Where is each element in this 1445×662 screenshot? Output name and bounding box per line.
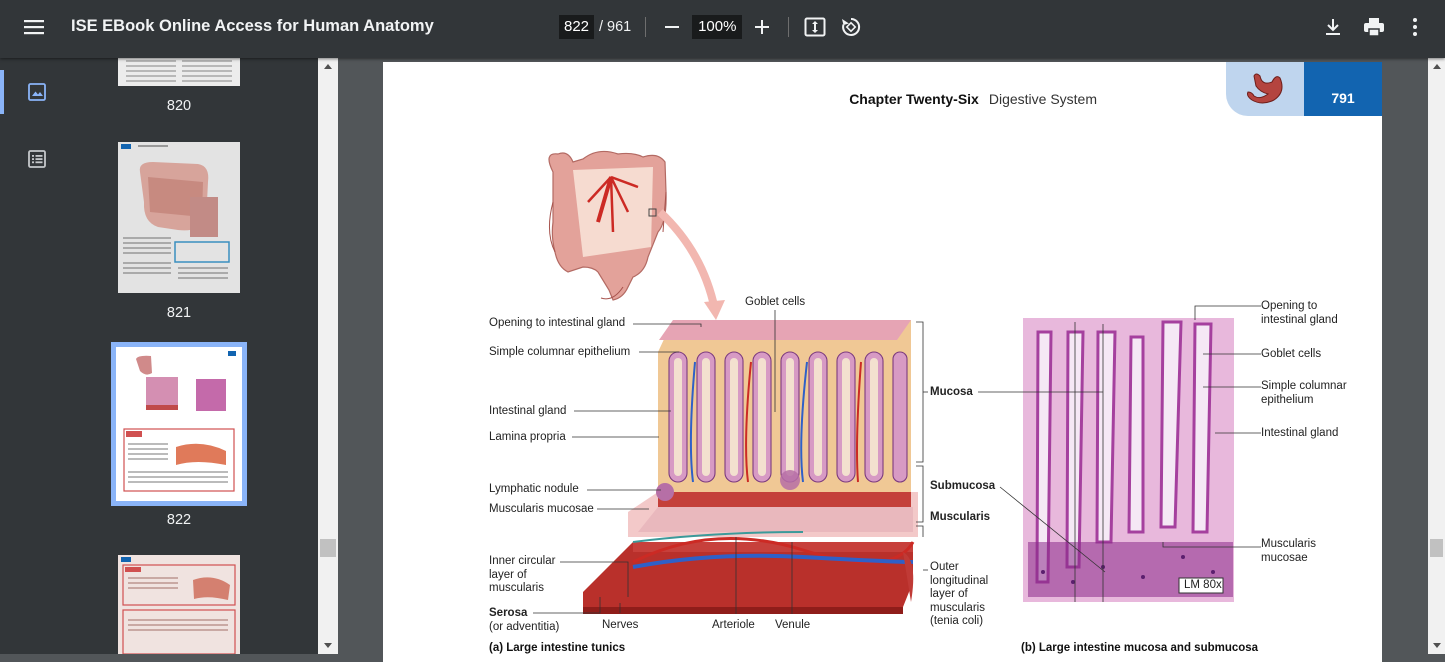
thumbnail-view-icon[interactable] bbox=[26, 81, 48, 103]
label-line: layer of bbox=[930, 588, 968, 600]
section-title: Digestive System bbox=[988, 91, 1097, 107]
print-icon bbox=[1364, 18, 1384, 37]
thumbnail-label: 820 bbox=[166, 98, 192, 114]
hamburger-menu-icon[interactable] bbox=[22, 17, 46, 37]
sidebar-scroll-thumb[interactable] bbox=[320, 539, 336, 557]
fit-page-button[interactable] bbox=[803, 15, 827, 39]
label-line: layer of bbox=[489, 568, 527, 581]
label-inner-circular: Inner circular layer of muscularis bbox=[489, 555, 555, 596]
chapter-title: Chapter Twenty-Six bbox=[849, 91, 979, 107]
label-muscularis-mucosae: Muscularis mucosae bbox=[489, 503, 594, 515]
label-nerves: Nerves bbox=[602, 619, 639, 631]
plus-icon bbox=[755, 20, 770, 34]
zoom-out-button[interactable] bbox=[660, 15, 684, 39]
label-simple-columnar-epithelium: Simple columnar epithelium bbox=[489, 346, 631, 358]
thumbnail-sidebar: 820 821 822 bbox=[0, 58, 338, 654]
rotate-button[interactable] bbox=[839, 15, 863, 39]
thumbnail-label: 821 bbox=[166, 305, 192, 321]
pdf-toolbar: ISE EBook Online Access for Human Anatom… bbox=[0, 0, 1445, 58]
scroll-up-arrow[interactable] bbox=[324, 64, 332, 69]
label-line: (tenia coli) bbox=[930, 615, 984, 627]
zoom-input[interactable]: 100% bbox=[692, 15, 743, 39]
label-b-intestinal-gland: Intestinal gland bbox=[1261, 427, 1339, 439]
label-line: Inner circular bbox=[489, 555, 556, 567]
total-pages: / 961 bbox=[599, 19, 632, 35]
scroll-down-arrow[interactable] bbox=[1432, 643, 1441, 648]
label-line: longitudinal bbox=[930, 574, 989, 587]
label-submucosa: Submucosa bbox=[930, 480, 996, 492]
page-thumbnail-823[interactable] bbox=[118, 555, 240, 654]
document-scrollbar[interactable] bbox=[1428, 58, 1445, 654]
divider bbox=[788, 17, 790, 37]
label-serosa: Serosa bbox=[489, 607, 528, 619]
document-scroll-thumb[interactable] bbox=[1430, 539, 1443, 557]
toolbar-right-actions bbox=[1321, 15, 1427, 39]
large-intestine-tunics-illustration bbox=[583, 320, 918, 614]
sidebar-view-switcher bbox=[0, 58, 72, 654]
label-line: muscularis bbox=[930, 601, 985, 614]
label-b-muscularis-mucosae: Muscularis mucosae bbox=[1261, 538, 1316, 565]
more-options-icon bbox=[1413, 18, 1417, 36]
figure-a-caption: (a) Large intestine tunics bbox=[489, 642, 626, 654]
document-title: ISE EBook Online Access for Human Anatom… bbox=[71, 17, 434, 35]
running-header: Chapter Twenty-Six Digestive System bbox=[849, 91, 1097, 107]
label-muscularis: Muscularis bbox=[930, 511, 991, 523]
figure-artwork bbox=[533, 150, 1261, 614]
label-line: Opening to bbox=[1261, 300, 1318, 312]
label-line: mucosae bbox=[1261, 551, 1308, 564]
label-adventitia: (or adventitia) bbox=[489, 621, 560, 633]
stomach-icon bbox=[1226, 62, 1304, 116]
page-number: 791 bbox=[1304, 62, 1382, 116]
label-lamina-propria: Lamina propria bbox=[489, 431, 566, 443]
fit-page-icon bbox=[804, 17, 826, 37]
label-intestinal-gland: Intestinal gland bbox=[489, 405, 567, 417]
colon-illustration bbox=[548, 150, 667, 301]
zoom-in-button[interactable] bbox=[750, 15, 774, 39]
label-mucosa: Mucosa bbox=[930, 386, 973, 398]
download-icon bbox=[1326, 19, 1340, 35]
label-venule: Venule bbox=[775, 619, 811, 631]
minus-icon bbox=[665, 26, 680, 28]
thumbnail-label: 822 bbox=[166, 512, 192, 528]
page-thumbnail-822[interactable] bbox=[111, 342, 247, 506]
label-b-opening: Opening to intestinal gland bbox=[1261, 300, 1338, 327]
label-goblet-cells: Goblet cells bbox=[745, 296, 806, 308]
label-line: epithelium bbox=[1261, 393, 1314, 406]
divider bbox=[645, 17, 647, 37]
print-button[interactable] bbox=[1362, 15, 1386, 39]
label-line: Outer bbox=[930, 561, 959, 573]
rotate-icon bbox=[842, 17, 861, 36]
outline-view-icon[interactable] bbox=[26, 148, 48, 170]
sidebar-scrollbar[interactable] bbox=[318, 58, 338, 654]
more-options-button[interactable] bbox=[1403, 15, 1427, 39]
download-button[interactable] bbox=[1321, 15, 1345, 39]
pdf-page: Chapter Twenty-Six Digestive System 791 bbox=[383, 62, 1382, 662]
page-thumbnail-821[interactable] bbox=[118, 142, 240, 293]
page-thumbnail-820[interactable] bbox=[118, 58, 240, 86]
label-b-goblet-cells: Goblet cells bbox=[1261, 348, 1322, 360]
label-opening-intestinal-gland: Opening to intestinal gland bbox=[489, 317, 626, 329]
label-outer-longitudinal: Outer longitudinal layer of muscularis (… bbox=[930, 561, 988, 629]
label-line: intestinal gland bbox=[1261, 313, 1338, 326]
label-line: Simple columnar bbox=[1261, 380, 1347, 392]
active-view-indicator bbox=[0, 70, 4, 114]
scroll-up-arrow[interactable] bbox=[1432, 64, 1441, 69]
scroll-down-arrow[interactable] bbox=[324, 643, 332, 648]
current-page-input[interactable]: 822 bbox=[559, 15, 594, 39]
large-intestine-micrograph bbox=[1023, 318, 1234, 602]
label-arteriole: Arteriole bbox=[712, 619, 755, 631]
label-line: Muscularis bbox=[1261, 538, 1316, 550]
figure-b-caption: (b) Large intestine mucosa and submucosa bbox=[1021, 642, 1259, 654]
label-line: muscularis bbox=[489, 582, 544, 594]
page-zoom-controls: 822 / 961 100% bbox=[559, 15, 863, 39]
label-lymphatic-nodule: Lymphatic nodule bbox=[489, 483, 579, 495]
magnification-label: LM 80x bbox=[1184, 579, 1222, 591]
label-b-simple-columnar: Simple columnar epithelium bbox=[1261, 380, 1347, 407]
